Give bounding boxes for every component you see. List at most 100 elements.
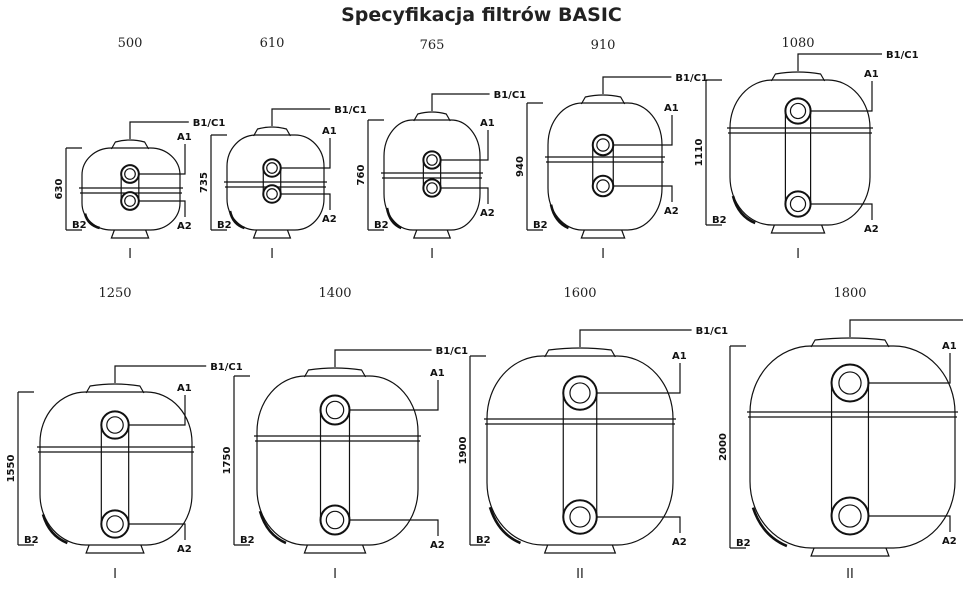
b2-label: B2: [374, 220, 389, 231]
tank-base: [810, 547, 890, 557]
port-opening: [266, 162, 278, 174]
a1-leader: [138, 144, 186, 175]
height-dimension-line: [17, 391, 34, 546]
filter-diameter-label: 1080: [781, 36, 814, 51]
port-opening: [596, 179, 610, 193]
tank-band: [381, 172, 483, 179]
page-title: Specyfikacja filtrów BASIC: [341, 4, 622, 26]
filter-height-label: 940: [515, 156, 526, 177]
height-dimension-line: [705, 79, 722, 226]
tank-body: [729, 79, 871, 226]
a1-leader: [613, 115, 673, 146]
tank-base: [85, 544, 145, 554]
b2-label: B2: [217, 220, 232, 231]
b1c1-leader: [579, 329, 692, 347]
b1c1-label: B1/C1: [886, 50, 919, 61]
filter-tank-1080: [705, 53, 882, 234]
height-dimension-line: [233, 375, 250, 546]
a2-label: A2: [177, 544, 192, 555]
port-flange-a1: [784, 97, 812, 125]
port-opening: [106, 515, 124, 533]
port-flange-a1: [262, 158, 282, 178]
port-flange-a2: [591, 174, 615, 198]
port-opening: [266, 188, 278, 200]
a1-leader: [868, 353, 951, 384]
port-opening: [106, 416, 124, 434]
a2-leader: [128, 523, 186, 540]
port-opening: [426, 182, 438, 194]
filter-height-label: 735: [199, 172, 210, 193]
a2-leader: [613, 185, 673, 202]
port-opening: [838, 504, 862, 528]
tank-band: [747, 411, 958, 418]
tank-base: [580, 229, 626, 239]
filter-type-label: I: [601, 247, 605, 262]
height-dimension-line: [65, 147, 82, 231]
filter-tank-910: [526, 76, 673, 239]
port-opening: [325, 510, 345, 530]
filter-diameter-label: 500: [118, 36, 143, 51]
a2-label: A2: [664, 206, 679, 217]
filter-diameter-label: 1800: [833, 286, 866, 301]
tank-base: [252, 229, 292, 239]
port-flange-a2: [100, 509, 130, 539]
port-opening: [124, 168, 136, 180]
a2-leader: [440, 187, 489, 204]
b2-connection: [385, 207, 402, 230]
a2-leader: [280, 193, 331, 210]
filter-height-label: 1750: [222, 447, 233, 475]
port-flange-a1: [830, 363, 870, 403]
top-cover: [413, 111, 451, 122]
top-cover: [110, 139, 150, 150]
a2-label: A2: [430, 540, 445, 551]
filter-type-label: I: [333, 567, 337, 582]
b1c1-label: B1/C1: [193, 118, 226, 129]
b2-connection: [751, 507, 788, 548]
a1-leader: [810, 81, 873, 112]
filter-tank-1600: [469, 329, 692, 554]
b1c1-leader: [797, 53, 882, 71]
height-dimension-line: [210, 134, 227, 231]
filter-height-label: 630: [54, 179, 65, 200]
a2-leader: [138, 200, 186, 217]
port-flange-a1: [422, 150, 442, 170]
b2-connection: [83, 213, 101, 230]
filter-diameter-label: 910: [591, 38, 616, 53]
a1-leader: [349, 380, 439, 411]
filter-diameter-label: 1250: [98, 286, 131, 301]
b1c1-leader: [129, 121, 189, 139]
top-cover: [810, 337, 890, 348]
port-opening: [838, 371, 862, 395]
top-cover: [253, 126, 291, 137]
top-cover: [580, 94, 626, 105]
a2-label: A2: [942, 536, 957, 547]
filter-tank-610: [210, 108, 331, 239]
filter-type-label: II: [576, 567, 584, 582]
b2-label: B2: [533, 220, 548, 231]
tank-base: [543, 544, 617, 554]
a1-leader: [128, 395, 186, 426]
a2-label: A2: [322, 214, 337, 225]
port-flange-a1: [591, 133, 615, 157]
tank-body: [39, 391, 193, 546]
tank-body: [383, 119, 481, 231]
a2-leader: [596, 516, 681, 533]
b1c1-leader: [271, 108, 331, 126]
b1c1-leader: [431, 93, 490, 111]
a2-label: A2: [864, 224, 879, 235]
port-flange-a1: [120, 164, 140, 184]
b1c1-label: B1/C1: [675, 73, 708, 84]
a1-leader: [596, 363, 681, 394]
port-flange-a2: [120, 191, 140, 211]
filter-tank-500: [65, 121, 189, 239]
filter-diameter-label: 610: [260, 36, 285, 51]
tank-body: [256, 375, 419, 546]
filter-type-label: I: [430, 247, 434, 262]
filter-type-label: II: [846, 567, 854, 582]
port-column: [830, 382, 870, 517]
b1c1-leader: [849, 319, 963, 337]
port-opening: [789, 102, 807, 120]
b2-label: B2: [240, 535, 255, 546]
a2-label: A2: [177, 221, 192, 232]
